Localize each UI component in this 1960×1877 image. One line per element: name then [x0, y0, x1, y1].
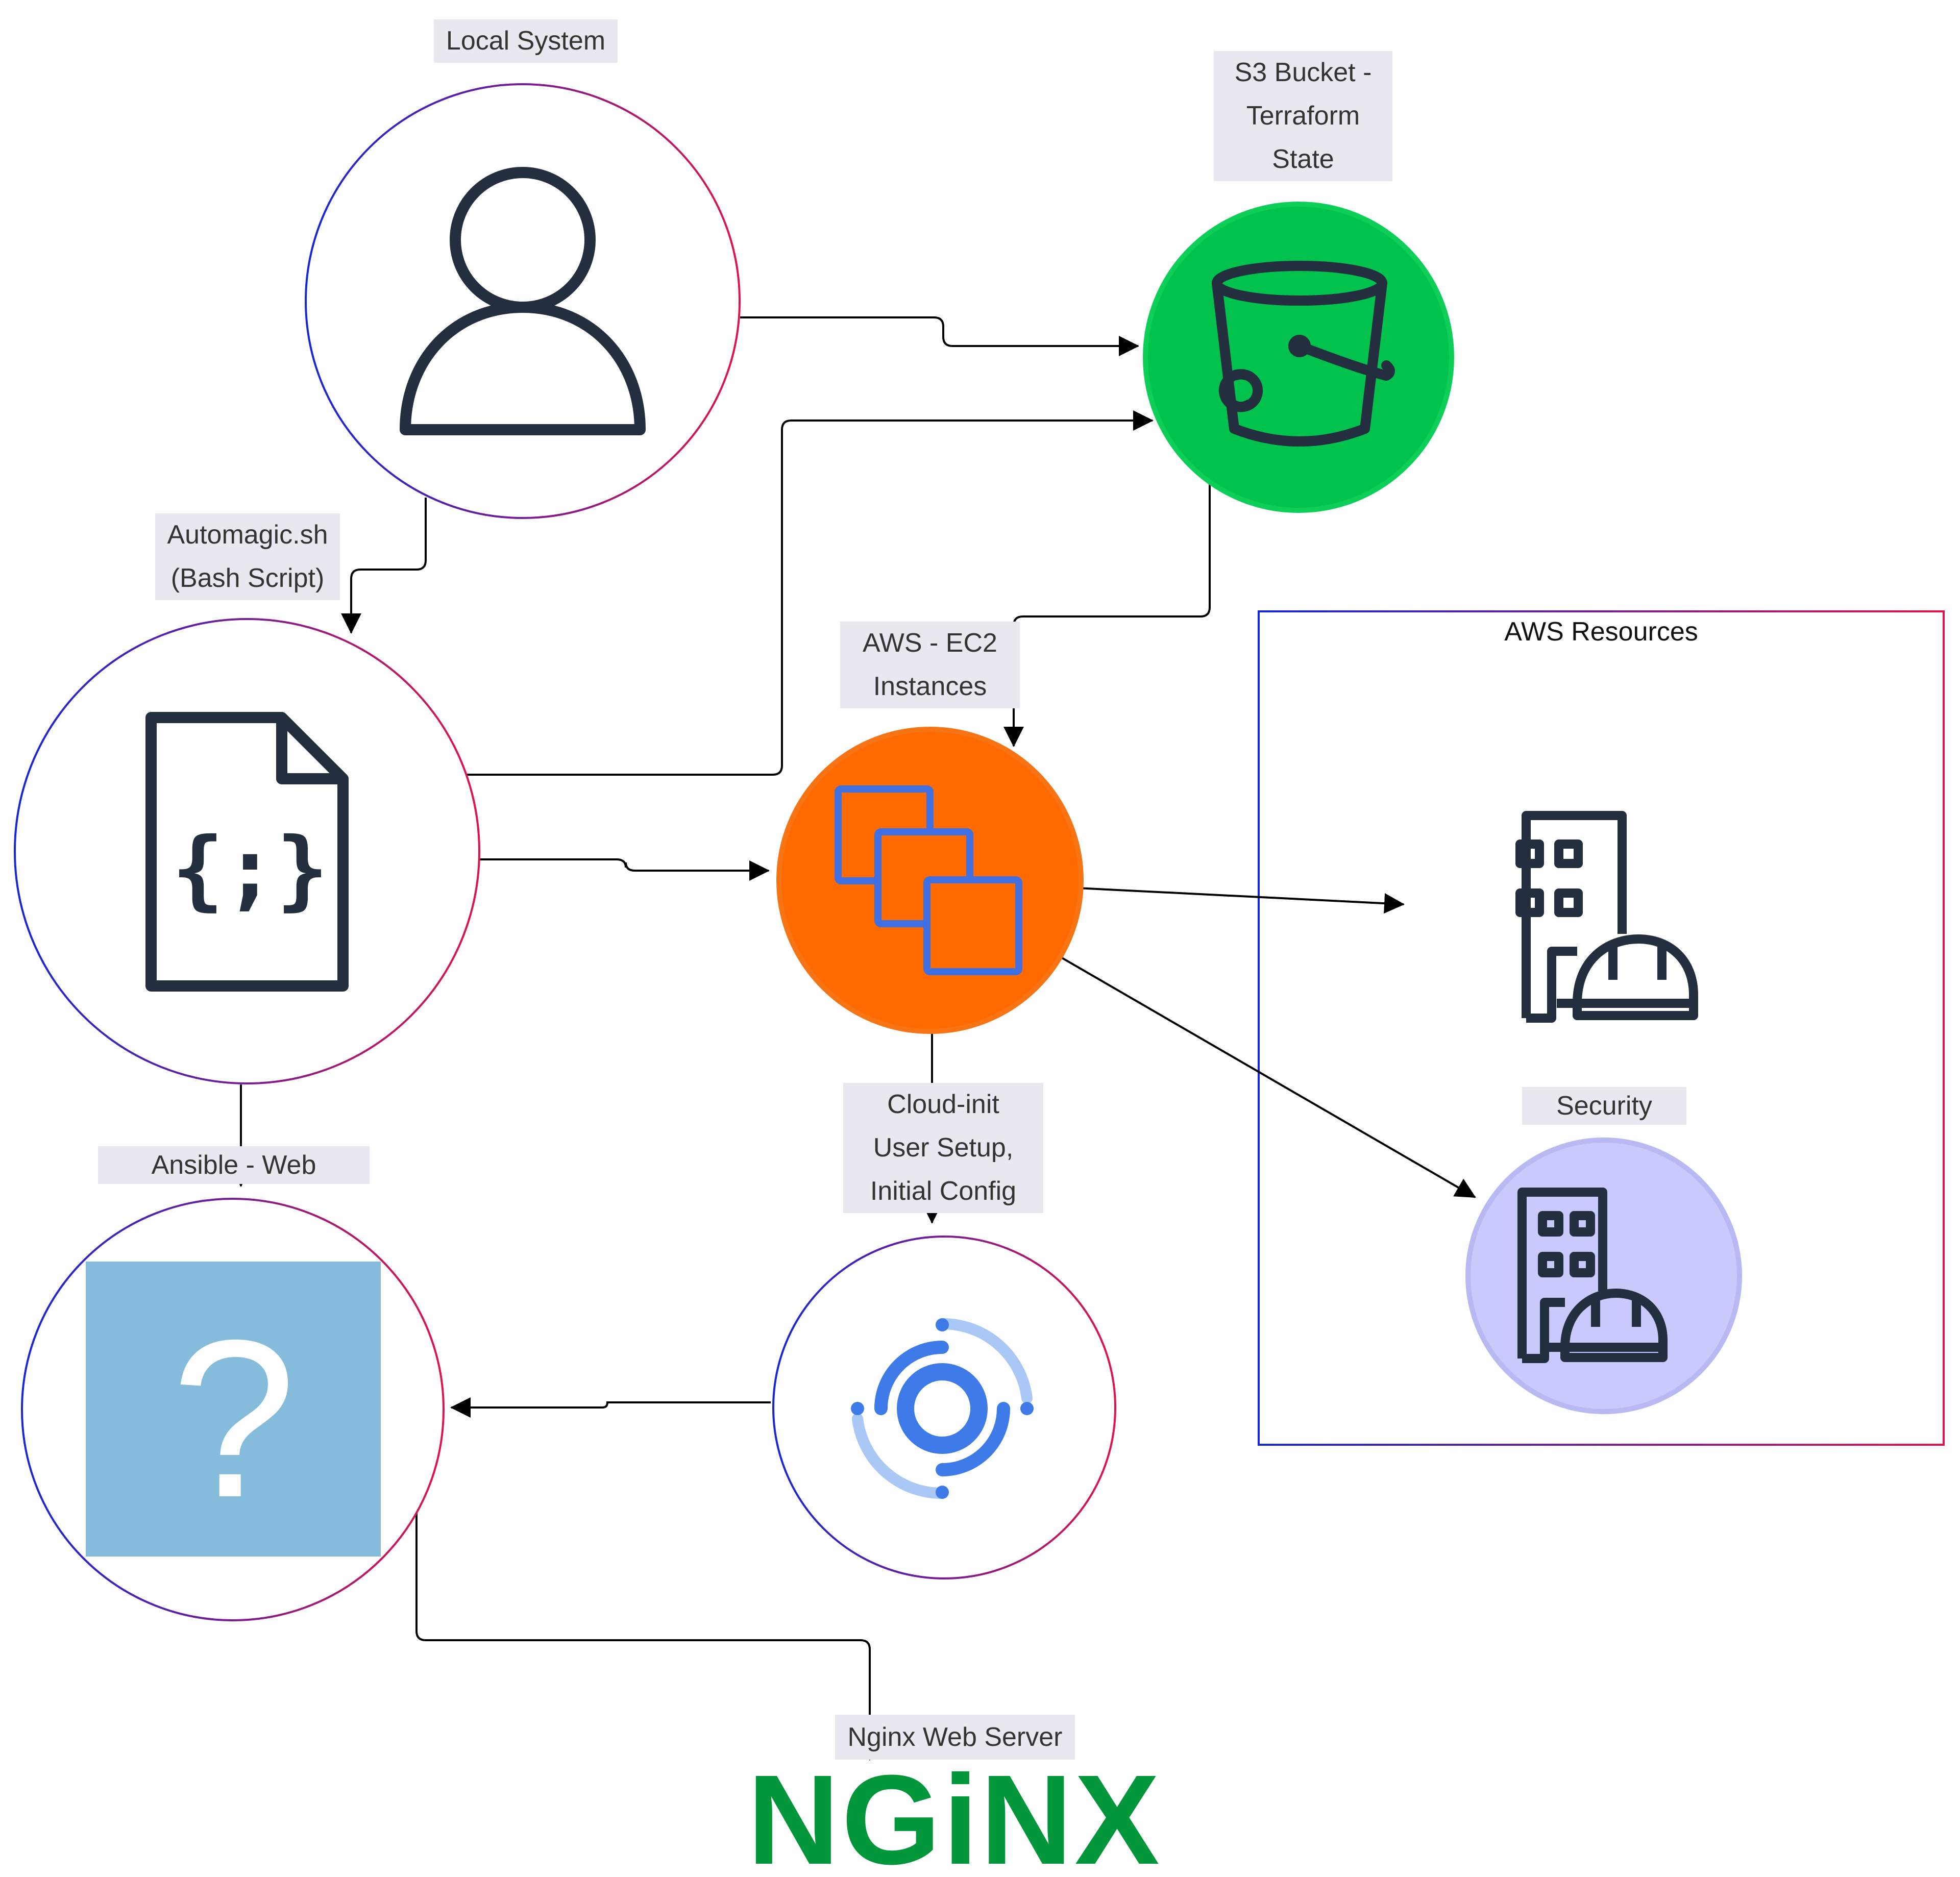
edge-local-to-s3 — [740, 316, 1139, 356]
script-file-icon — [145, 712, 349, 992]
node-security[interactable] — [1465, 1138, 1742, 1414]
edge-cloudinit-to-ansible — [450, 1397, 771, 1418]
node-ec2-instances[interactable] — [776, 727, 1084, 1034]
cloud-init-icon — [851, 1318, 1034, 1499]
edge-ec2-to-security — [1057, 954, 1476, 1198]
label-nginx: Nginx Web Server — [835, 1715, 1075, 1760]
user-icon — [400, 167, 646, 435]
node-ansible-web[interactable]: ? — [21, 1198, 445, 1621]
label-s3-bucket: S3 Bucket - Terraform State — [1214, 51, 1392, 181]
node-cloud-init[interactable] — [772, 1236, 1116, 1579]
node-local-system[interactable] — [305, 83, 741, 519]
edge-ansible-to-nginx — [415, 1510, 880, 1761]
question-mark-glyph: ? — [172, 1294, 297, 1544]
node-automagic-script[interactable]: {;} — [14, 618, 480, 1084]
s3-bucket-icon — [1212, 261, 1395, 447]
ec2-instances-icon — [835, 785, 1022, 975]
node-aws-resource[interactable] — [1515, 811, 1698, 1023]
node-s3-bucket[interactable] — [1143, 202, 1454, 513]
aws-resources-group — [1258, 610, 1945, 1446]
label-ec2-instances: AWS - EC2 Instances — [840, 622, 1020, 708]
label-automagic-script: Automagic.sh (Bash Script) — [155, 513, 340, 600]
building-hardhat-icon — [1515, 811, 1698, 1023]
edge-automagic-to-ec2 — [478, 858, 770, 881]
label-ansible-web: Ansible - Web — [98, 1146, 370, 1184]
aws-resources-title: AWS Resources — [1504, 617, 1698, 647]
label-local-system: Local System — [434, 19, 618, 63]
label-cloud-init: Cloud-init User Setup, Initial Config — [843, 1083, 1043, 1213]
code-braces-glyph: {;} — [172, 819, 328, 920]
label-security: Security — [1522, 1087, 1686, 1125]
building-hardhat-icon — [1517, 1188, 1668, 1363]
edge-local-to-automagic — [341, 498, 427, 634]
unknown-image-icon — [86, 1262, 381, 1557]
edge-s3-to-ec2 — [1003, 482, 1211, 747]
edge-automagic-to-s3 — [406, 410, 1154, 776]
edge-ec2-to-resources — [1076, 887, 1405, 914]
nginx-logo[interactable]: NGiNX — [747, 1748, 1162, 1877]
